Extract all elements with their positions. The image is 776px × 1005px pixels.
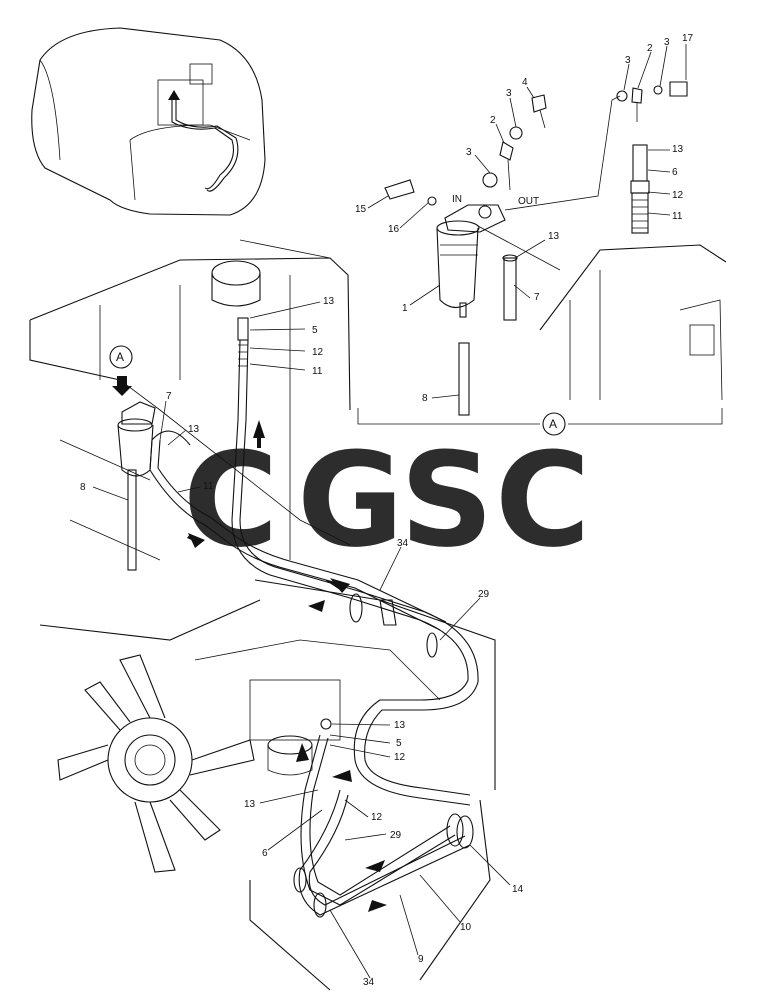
callout-12: 12 xyxy=(672,190,684,201)
engine-fan xyxy=(57,654,255,873)
watermark-letter-c2: C xyxy=(495,424,590,576)
callout-9: 9 xyxy=(418,954,424,965)
callout-4: 4 xyxy=(522,77,528,88)
watermark-letter-g: G xyxy=(297,424,404,576)
callout-13: 13 xyxy=(672,144,684,155)
callout-13: 13 xyxy=(323,296,335,307)
fuel-hoses xyxy=(149,317,479,918)
watermark: C G S C xyxy=(183,424,590,576)
callout-5: 5 xyxy=(396,738,402,749)
callout-10: 10 xyxy=(460,922,472,933)
callout-1: 1 xyxy=(402,303,408,314)
callout-8: 8 xyxy=(80,482,86,493)
callout-7: 7 xyxy=(166,391,172,402)
callout-2: 2 xyxy=(647,43,653,54)
callout-15: 15 xyxy=(355,204,367,215)
callout-2: 2 xyxy=(490,115,496,126)
watermark-letter-c1: C xyxy=(183,424,278,576)
in-label: IN xyxy=(452,194,462,205)
callout-34: 34 xyxy=(397,538,409,549)
callout-14: 14 xyxy=(512,884,524,895)
out-label: OUT xyxy=(518,196,539,207)
watermark-letter-s: S xyxy=(400,424,494,576)
callout-7: 7 xyxy=(534,292,540,303)
callout-13: 13 xyxy=(188,424,200,435)
callout-16: 16 xyxy=(388,224,400,235)
callout-8: 8 xyxy=(422,393,428,404)
callout-3: 3 xyxy=(664,37,670,48)
callout-11: 11 xyxy=(312,366,323,377)
leader-lines xyxy=(92,44,687,979)
engine-frame xyxy=(29,239,496,991)
callout-11: 11 xyxy=(203,481,214,492)
detail-a-assembly xyxy=(357,81,727,436)
machine-overview xyxy=(31,27,266,216)
view-a-label: A xyxy=(116,350,124,364)
detail-a-label: A xyxy=(549,417,557,431)
callout-29: 29 xyxy=(390,830,402,841)
callout-13: 13 xyxy=(394,720,406,731)
callout-13: 13 xyxy=(548,231,560,242)
callout-29: 29 xyxy=(478,589,490,600)
callout-13: 13 xyxy=(244,799,256,810)
callout-17: 17 xyxy=(682,33,694,44)
callout-3: 3 xyxy=(466,147,472,158)
callout-3: 3 xyxy=(625,55,631,66)
main-filter xyxy=(109,345,156,571)
callout-labels: 17 3 2 3 4 3 2 3 3 13 6 12 11 15 16 13 1… xyxy=(80,33,694,988)
callout-11: 11 xyxy=(672,211,683,222)
callout-34: 34 xyxy=(363,977,375,988)
callout-6: 6 xyxy=(672,167,678,178)
callout-12: 12 xyxy=(371,812,383,823)
callout-12: 12 xyxy=(394,752,406,763)
callout-5: 5 xyxy=(312,325,318,336)
callout-12: 12 xyxy=(312,347,324,358)
callout-6: 6 xyxy=(262,848,268,859)
flow-arrows xyxy=(187,420,387,912)
callout-3: 3 xyxy=(506,88,512,99)
